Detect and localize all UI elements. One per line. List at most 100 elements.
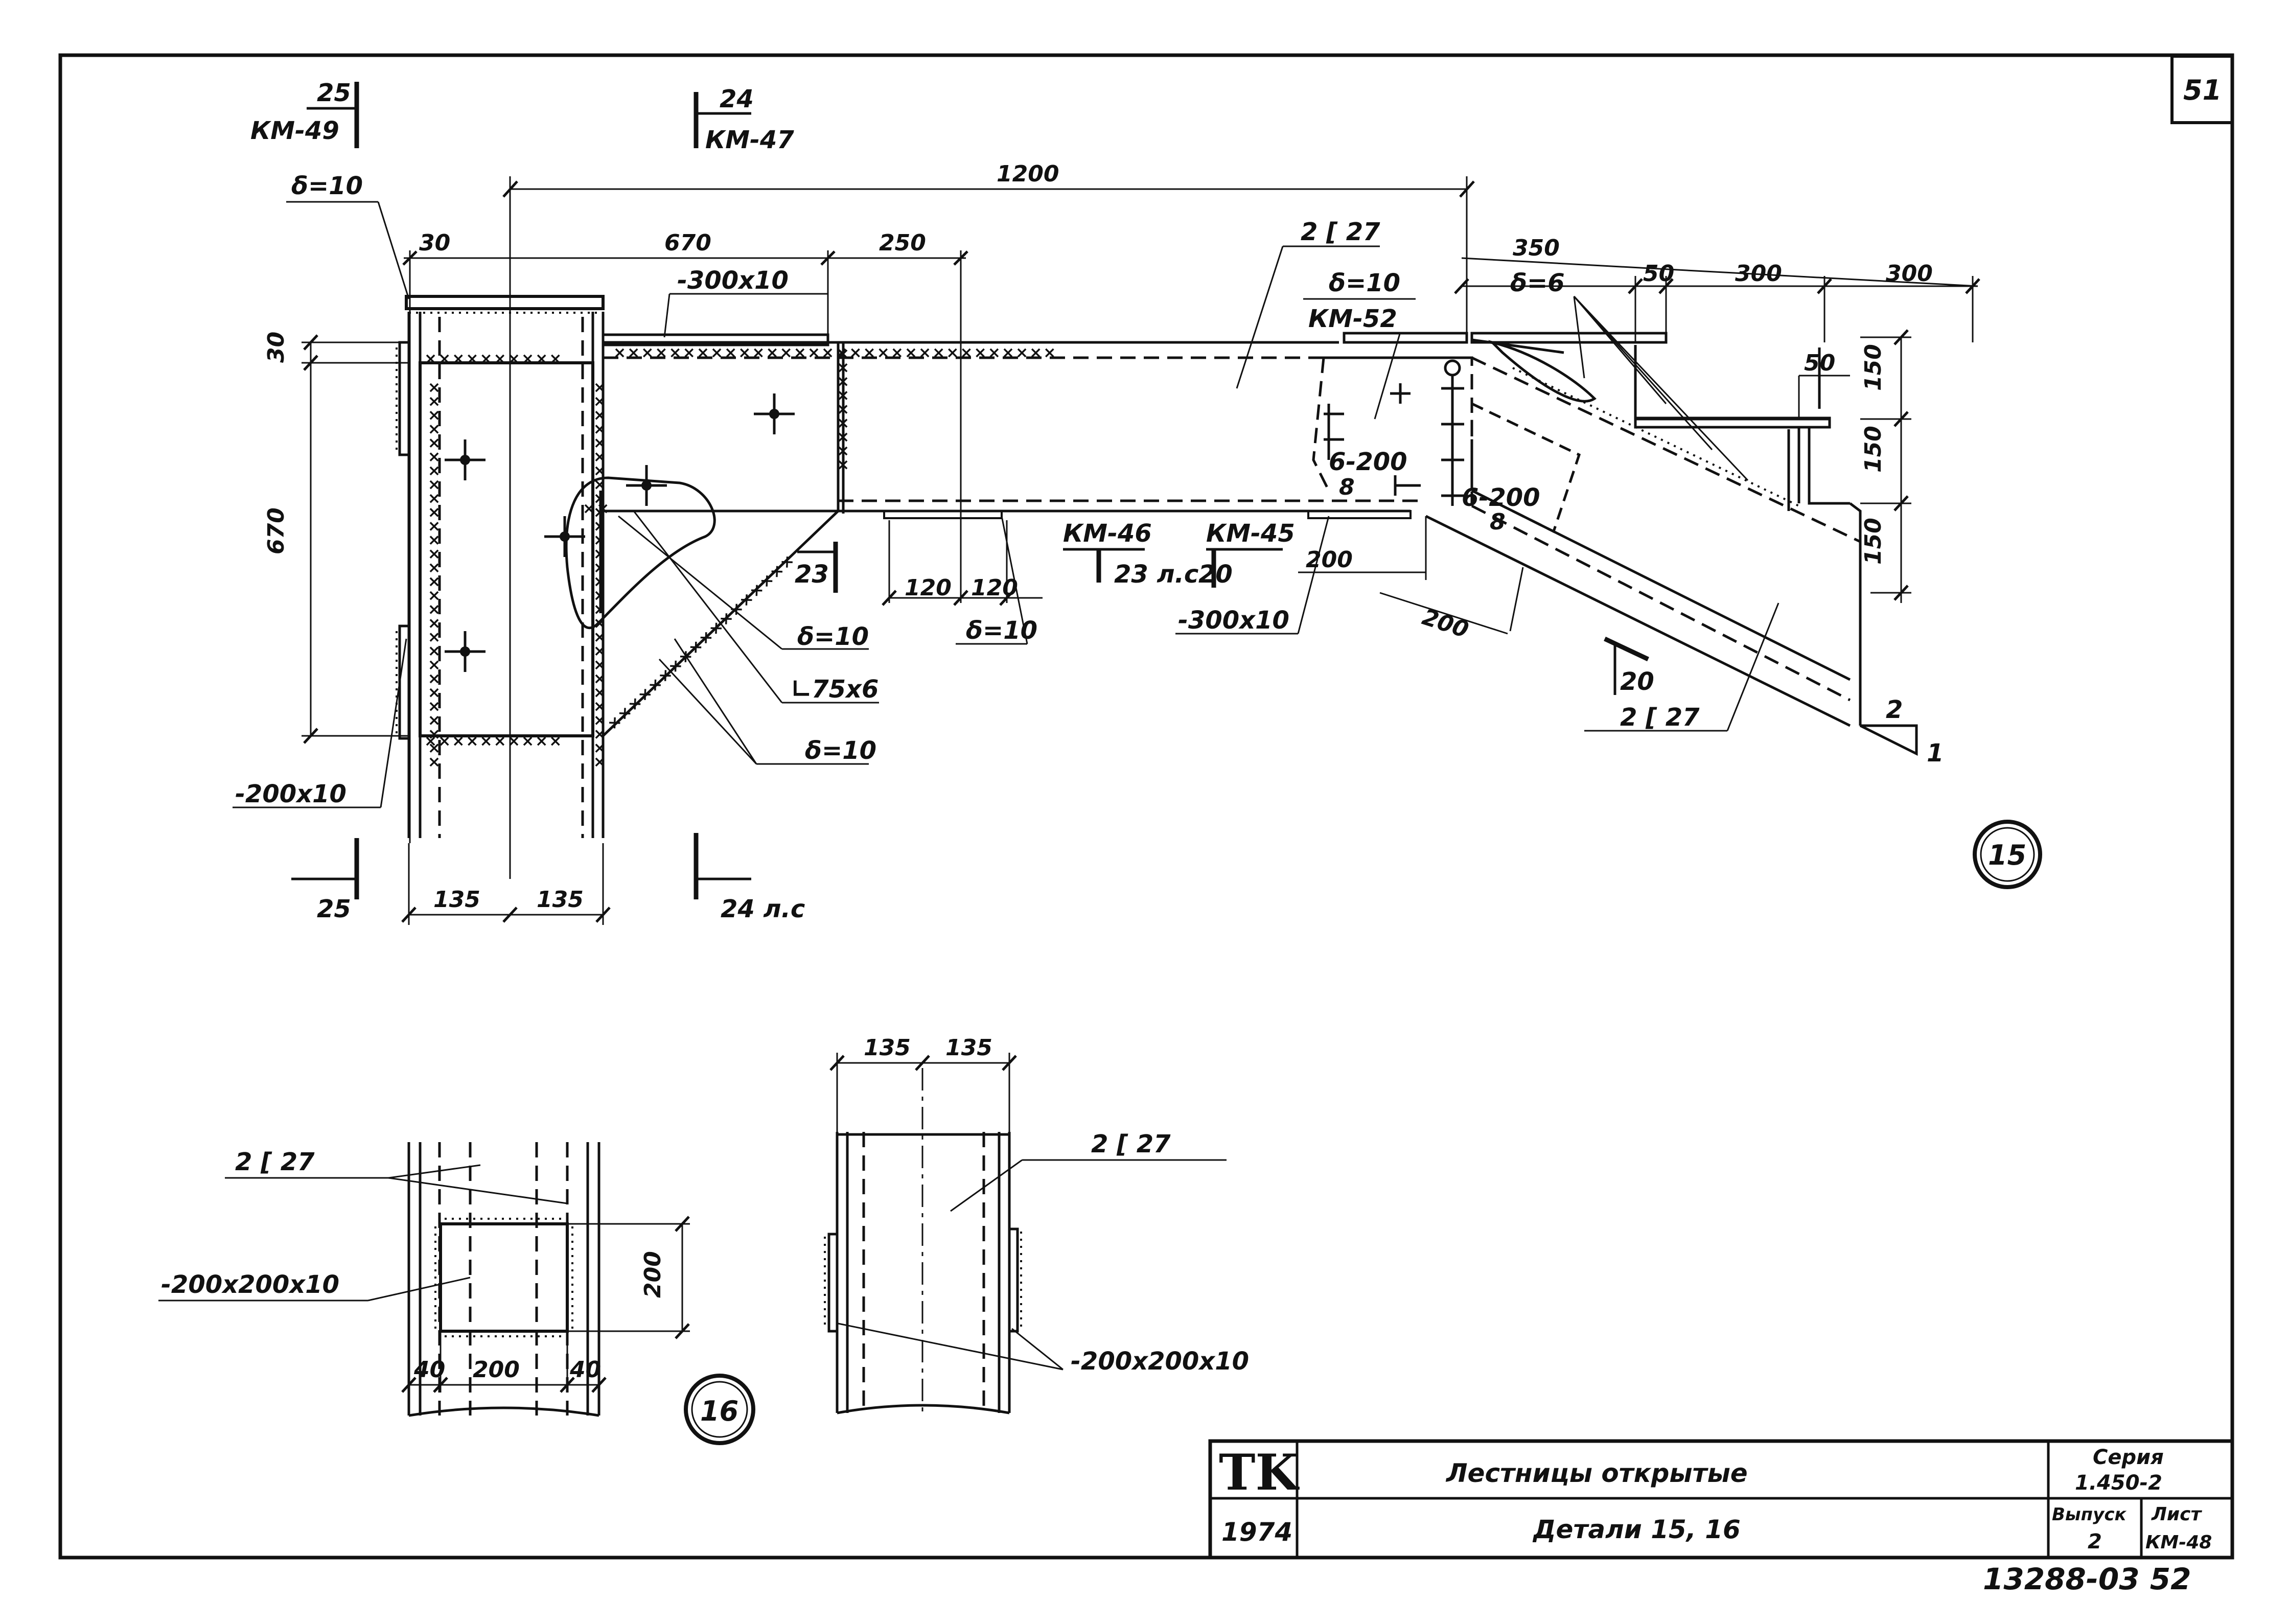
svg-text:23: 23 <box>795 560 829 589</box>
plate-mid-leader: δ=10 <box>956 516 1037 645</box>
svg-text:135: 135 <box>945 1035 992 1061</box>
section-mark-25-bottom: 25 <box>291 838 359 923</box>
svg-text:150: 150 <box>1860 518 1886 565</box>
svg-text:2 [ 27: 2 [ 27 <box>1620 703 1700 732</box>
gusset-leaders: δ=10 ∟75x6 δ=10 <box>618 511 879 765</box>
section-mark-23: 23 <box>795 542 838 593</box>
svg-text:1: 1 <box>1927 739 1944 768</box>
svg-text:20: 20 <box>1620 667 1654 696</box>
svg-text:135: 135 <box>864 1035 911 1061</box>
channel-top-leader: 2 [ 27 δ=10 КМ-52 <box>1236 218 1416 420</box>
svg-text:КМ-45: КМ-45 <box>1206 519 1295 548</box>
svg-text:200: 200 <box>1306 547 1353 573</box>
svg-text:-300x10: -300x10 <box>1178 606 1289 635</box>
svg-text:16: 16 <box>700 1395 738 1427</box>
svg-text:6-200: 6-200 <box>1329 448 1407 476</box>
drawing-subtitle: Детали 15, 16 <box>1532 1515 1741 1544</box>
svg-text:24 л.с: 24 л.с <box>721 895 805 923</box>
svg-text:×××××××××: ××××××××× <box>834 347 852 472</box>
svg-text:2 [ 27: 2 [ 27 <box>235 1148 315 1176</box>
svg-text:670: 670 <box>263 507 289 554</box>
detail-16: 2 [ 27 -200x200x10 200 40 200 40 <box>158 1035 1249 1445</box>
svg-text:350: 350 <box>1513 235 1560 261</box>
detail-16-callout: 16 <box>684 1374 755 1445</box>
svg-text:××: ×× <box>583 500 610 518</box>
bolt-markers <box>445 439 585 672</box>
section-mark-24-bottom: 24 л.с <box>694 833 805 923</box>
dimension-knee: 200 200 <box>1298 516 1524 643</box>
svg-text:135: 135 <box>433 887 480 913</box>
svg-text:20: 20 <box>1198 560 1233 589</box>
sheet-border <box>58 53 2234 1560</box>
svg-text:300: 300 <box>1735 261 1782 287</box>
svg-text:КМ-47: КМ-47 <box>705 126 794 154</box>
section-mark-25-top: 25 КМ-49 <box>250 79 359 148</box>
svg-text:КМ-49: КМ-49 <box>250 117 339 145</box>
svg-text:δ=10: δ=10 <box>805 736 876 765</box>
svg-text:1200: 1200 <box>997 161 1059 187</box>
svg-text:-200x10: -200x10 <box>235 780 346 808</box>
year: 1974 <box>1221 1517 1292 1547</box>
km-refs: КМ-46 23 л.с КМ-45 20 <box>1063 519 1295 589</box>
svg-text:-300x10: -300x10 <box>677 266 789 295</box>
svg-text:150: 150 <box>1860 426 1886 473</box>
plate-300x10-bottom: -300x10 <box>1175 516 1330 635</box>
detail-16-right-view: 135 135 2 [ 27 -200x200x10 <box>824 1035 1249 1414</box>
svg-text:∟75x6: ∟75x6 <box>791 675 879 704</box>
svg-text:250: 250 <box>879 230 926 256</box>
svg-text:-200x200x10: -200x200x10 <box>1071 1347 1249 1376</box>
svg-text:300: 300 <box>1886 261 1933 287</box>
drawing-title: Лестницы открытые <box>1445 1458 1748 1488</box>
svg-text:40: 40 <box>413 1357 445 1383</box>
svg-text:-200x200x10: -200x200x10 <box>161 1270 339 1299</box>
svg-text:120: 120 <box>971 575 1018 601</box>
title-block: TK 1974 Лестницы открытые Детали 15, 16 … <box>1208 1439 2234 1560</box>
dimension-bottom-135: 135 135 <box>401 843 611 925</box>
sheet-label: Лист <box>2151 1504 2202 1525</box>
svg-text:25: 25 <box>317 79 351 107</box>
svg-text:δ=10: δ=10 <box>966 616 1037 645</box>
document-code: 13288-03 52 <box>1983 1562 2191 1596</box>
knee-splice: 6-200 8 6-200 8 <box>1312 332 1540 535</box>
svg-text:δ=10: δ=10 <box>291 172 363 200</box>
inclined-stringer: δ=6 <box>1425 269 1862 727</box>
svg-text:××××××××××××××××××××××××××××: ×××××××××××××××××××××××××××× <box>425 381 443 770</box>
svg-text:8: 8 <box>1339 474 1355 500</box>
issue-value: 2 <box>2088 1530 2102 1553</box>
svg-text:××××××××××: ×××××××××× <box>424 350 563 368</box>
dimension-chain-top: 30 670 250 <box>402 230 968 843</box>
svg-text:120: 120 <box>905 575 952 601</box>
svg-text:670: 670 <box>664 230 711 256</box>
svg-text:2: 2 <box>1886 695 1903 724</box>
dimension-left: 30 670 <box>263 332 409 744</box>
logo-tk: TK <box>1219 1444 1300 1501</box>
svg-text:δ=10: δ=10 <box>797 622 869 651</box>
svg-text:200: 200 <box>640 1251 666 1298</box>
svg-text:××××××××××: ×××××××××× <box>424 732 563 750</box>
dimension-chain-right: 350 50 300 300 50 150 150 150 <box>1454 235 1980 603</box>
svg-text:2 [ 27: 2 [ 27 <box>1091 1130 1171 1158</box>
section-mark-20: 20 2 [ 27 <box>1584 602 1779 732</box>
svg-text:24: 24 <box>720 85 754 113</box>
svg-text:150: 150 <box>1860 344 1886 391</box>
svg-text:δ=6: δ=6 <box>1510 269 1565 297</box>
svg-text:135: 135 <box>537 887 584 913</box>
sheet-number: 51 <box>2183 74 2222 106</box>
sheet-value: КМ-48 <box>2145 1532 2212 1553</box>
svg-text:25: 25 <box>317 895 351 923</box>
svg-text:КМ-52: КМ-52 <box>1308 305 1397 333</box>
svg-text:50: 50 <box>1804 350 1835 376</box>
svg-text:КМ-46: КМ-46 <box>1063 519 1152 548</box>
series-value: 1.450-2 <box>2075 1471 2162 1495</box>
slope-indicator: 2 1 <box>1859 695 1944 768</box>
detail-15-callout: 15 <box>1973 820 2042 889</box>
sheet-number-box: 51 <box>2170 55 2234 124</box>
cap-plate: δ=10 <box>286 172 605 314</box>
series-label: Серия <box>2093 1446 2164 1469</box>
issue-label: Выпуск <box>2052 1504 2127 1525</box>
svg-text:15: 15 <box>1988 839 2026 871</box>
section-mark-24-top: 24 КМ-47 <box>694 85 794 154</box>
svg-text:30: 30 <box>419 230 450 256</box>
svg-text:50: 50 <box>1643 261 1674 287</box>
